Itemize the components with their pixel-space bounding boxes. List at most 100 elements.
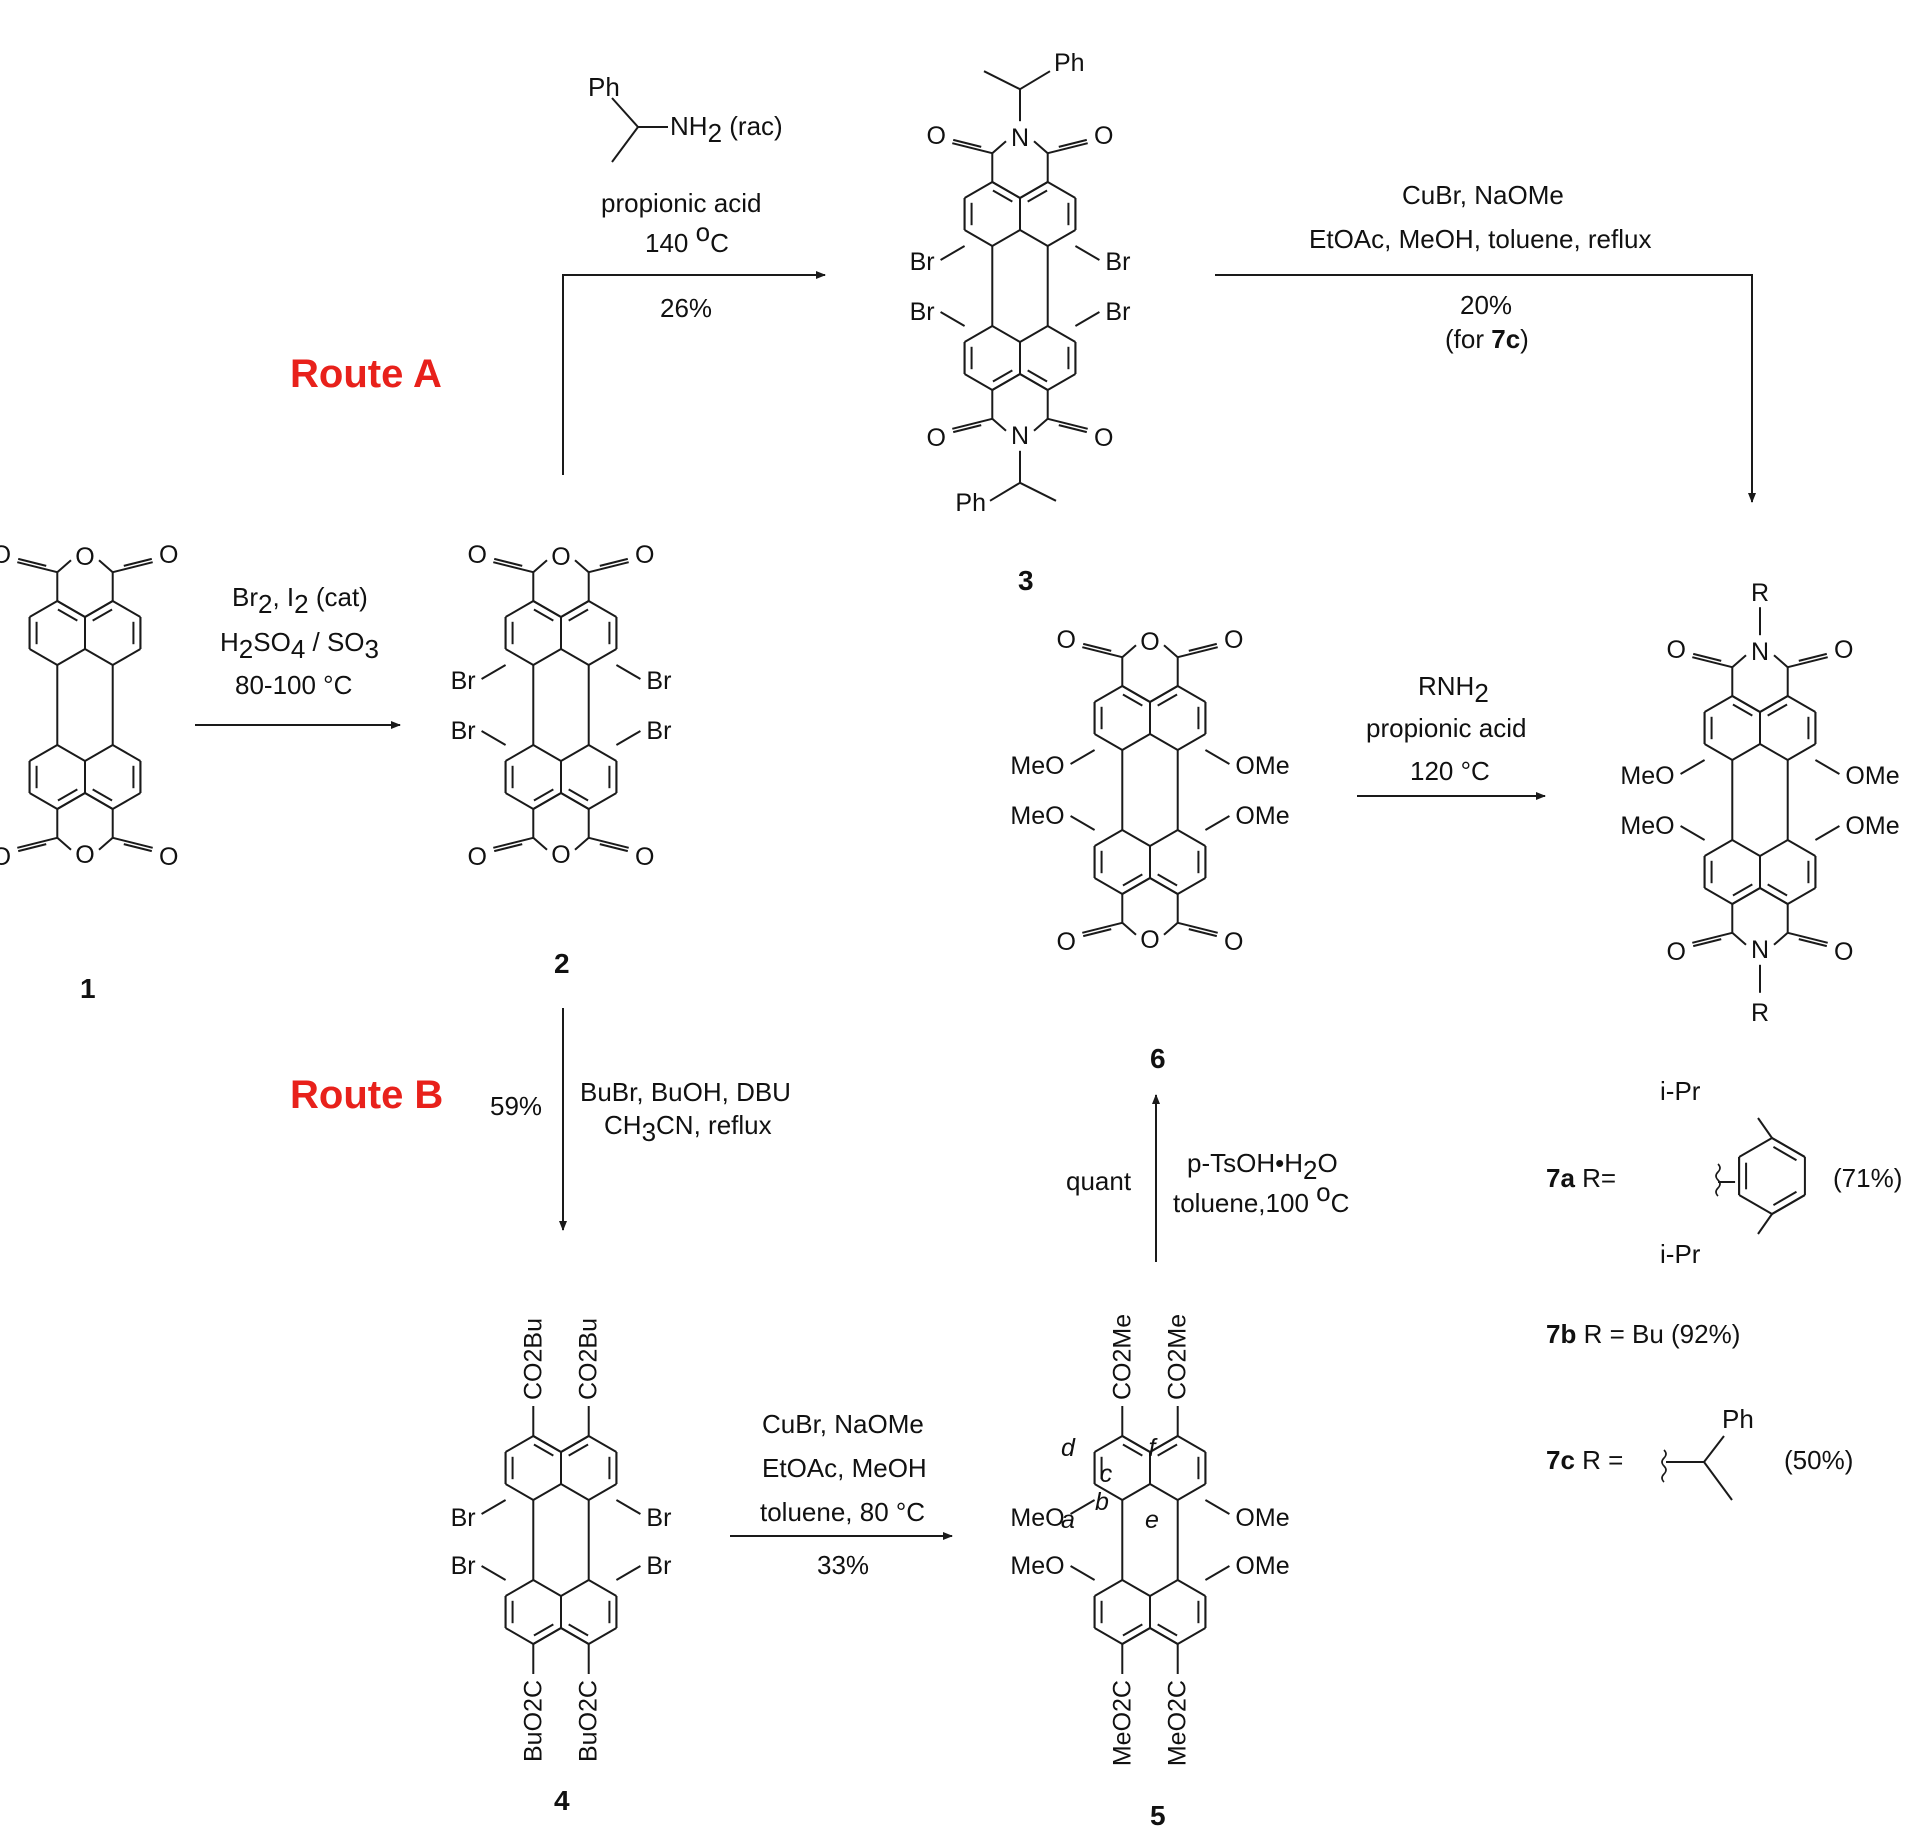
svg-text:i-Pr: i-Pr <box>1660 1239 1701 1269</box>
3-bay-sub-0: Br <box>910 248 935 276</box>
reaction-arrows <box>195 271 1756 1540</box>
svg-text:7b R = Bu (92%): 7b R = Bu (92%) <box>1546 1319 1740 1349</box>
5-pos-d: d <box>1061 1434 1076 1462</box>
5-ester-bottom-left: MeO2C <box>1108 1680 1136 1766</box>
svg-text:NH2 (rac): NH2 (rac) <box>670 111 783 148</box>
3-bottom-carbonyl-o-right: O <box>1094 424 1113 452</box>
3-bay-sub-1: Br <box>1105 248 1130 276</box>
3-bay-sub-3: Br <box>1105 298 1130 326</box>
2-bay-sub-2: Br <box>451 717 476 745</box>
5-bay-sub-0: MeO <box>1010 1504 1064 1532</box>
conditions-step-4: RNH2 propionic acid 120 °C <box>1366 671 1526 786</box>
6-top-heteroatom: O <box>1140 628 1159 656</box>
svg-text:toluene, 80 °C: toluene, 80 °C <box>760 1497 925 1527</box>
7-top-heteroatom: N <box>1751 638 1769 666</box>
5-pos-f: f <box>1149 1434 1159 1462</box>
conditions-step-5: 59% BuBr, BuOH, DBU CH3CN, reflux <box>490 1077 791 1147</box>
3-bottom-carbonyl-o-left: O <box>927 424 946 452</box>
5-ester-top-right: CO2Me <box>1164 1314 1192 1400</box>
svg-text:(50%): (50%) <box>1784 1445 1853 1475</box>
5-pos-c: c <box>1100 1460 1113 1488</box>
svg-text:RNH2: RNH2 <box>1418 671 1489 708</box>
1-bottom-heteroatom: O <box>75 841 94 869</box>
6-top-carbonyl-o-right: O <box>1224 626 1243 654</box>
3-phenyl-top: Ph <box>1054 49 1085 77</box>
r-group-7c: 7c R = (50%) Ph <box>1546 1404 1853 1475</box>
svg-text:EtOAc, MeOH, toluene, reflux: EtOAc, MeOH, toluene, reflux <box>1309 224 1651 254</box>
svg-text:26%: 26% <box>660 293 712 323</box>
6-bottom-heteroatom: O <box>1140 926 1159 954</box>
7-bottom-heteroatom: N <box>1751 936 1769 964</box>
3-top-carbonyl-o-left: O <box>927 122 946 150</box>
route-b-label: Route B <box>290 1073 443 1117</box>
6-bay-sub-2: MeO <box>1010 802 1064 830</box>
6-bottom-carbonyl-o-left: O <box>1057 928 1076 956</box>
1-top-heteroatom: O <box>75 543 94 571</box>
7-n-substituent-bottom: R <box>1751 999 1769 1027</box>
2-top-heteroatom: O <box>551 543 570 571</box>
arrow-2-to-3 <box>562 271 826 475</box>
svg-text:Br2, I2 (cat): Br2, I2 (cat) <box>232 582 368 619</box>
5-pos-a: a <box>1061 1506 1075 1534</box>
svg-text:33%: 33% <box>817 1550 869 1580</box>
3-top-heteroatom: N <box>1011 124 1029 152</box>
compound-number-3: 3 <box>1018 565 1034 596</box>
compound-number-2: 2 <box>554 948 570 979</box>
5-bay-sub-3: OMe <box>1235 1552 1289 1580</box>
svg-text:propionic acid: propionic acid <box>601 188 761 218</box>
4-ester-top-left: CO2Bu <box>519 1318 547 1400</box>
7-bay-sub-3: OMe <box>1845 812 1899 840</box>
4-bay-sub-0: Br <box>451 1504 476 1532</box>
7-top-carbonyl-o-right: O <box>1834 636 1853 664</box>
conditions-step-2: Ph NH2 (rac) propionic acid 140 oC 26% <box>588 72 783 323</box>
svg-text:7c R =: 7c R = <box>1546 1445 1623 1475</box>
svg-text:80-100 °C: 80-100 °C <box>235 670 352 700</box>
svg-text:i-Pr: i-Pr <box>1660 1076 1701 1106</box>
svg-text:(71%): (71%) <box>1833 1163 1902 1193</box>
3-top-carbonyl-o-right: O <box>1094 122 1113 150</box>
svg-text:20%: 20% <box>1460 290 1512 320</box>
structure-7c-phenylethyl <box>1661 1435 1733 1501</box>
7-bay-sub-2: MeO <box>1620 812 1674 840</box>
svg-text:CuBr, NaOMe: CuBr, NaOMe <box>1402 180 1564 210</box>
5-pos-b: b <box>1095 1488 1109 1516</box>
6-bottom-carbonyl-o-right: O <box>1224 928 1243 956</box>
4-ester-bottom-right: BuO2C <box>575 1680 603 1762</box>
6-bay-sub-3: OMe <box>1235 802 1289 830</box>
conditions-step-6: CuBr, NaOMe EtOAc, MeOH toluene, 80 °C 3… <box>760 1409 927 1580</box>
6-bay-sub-0: MeO <box>1010 752 1064 780</box>
4-ester-bottom-left: BuO2C <box>519 1680 547 1762</box>
svg-text:140 oC: 140 oC <box>645 217 729 258</box>
4-bay-sub-3: Br <box>646 1552 671 1580</box>
svg-text:7a R=: 7a R= <box>1546 1163 1616 1193</box>
3-bottom-heteroatom: N <box>1011 422 1029 450</box>
conditions-step-3: CuBr, NaOMe EtOAc, MeOH, toluene, reflux… <box>1309 180 1651 354</box>
svg-text:CH3CN, reflux: CH3CN, reflux <box>604 1110 772 1147</box>
svg-text:Ph: Ph <box>1722 1404 1754 1434</box>
7-bay-sub-0: MeO <box>1620 762 1674 790</box>
attachment-point-7a <box>1715 1163 1721 1197</box>
svg-text:propionic acid: propionic acid <box>1366 713 1526 743</box>
2-bay-sub-3: Br <box>646 717 671 745</box>
svg-text:59%: 59% <box>490 1091 542 1121</box>
3-phenyl-bottom: Ph <box>955 489 986 517</box>
4-bay-sub-2: Br <box>451 1552 476 1580</box>
1-top-carbonyl-o-right: O <box>159 541 178 569</box>
1-top-carbonyl-o-left: O <box>0 541 11 569</box>
2-bay-sub-0: Br <box>451 667 476 695</box>
svg-text:(for 7c): (for 7c) <box>1445 324 1529 354</box>
4-bay-sub-1: Br <box>646 1504 671 1532</box>
svg-text:toluene,100 oC: toluene,100 oC <box>1173 1177 1349 1218</box>
1-bottom-carbonyl-o-right: O <box>159 843 178 871</box>
svg-text:BuBr, BuOH, DBU: BuBr, BuOH, DBU <box>580 1077 791 1107</box>
route-a-label: Route A <box>290 352 442 396</box>
5-pos-e: e <box>1145 1506 1159 1534</box>
r-group-7b: 7b R = Bu (92%) <box>1546 1319 1740 1349</box>
